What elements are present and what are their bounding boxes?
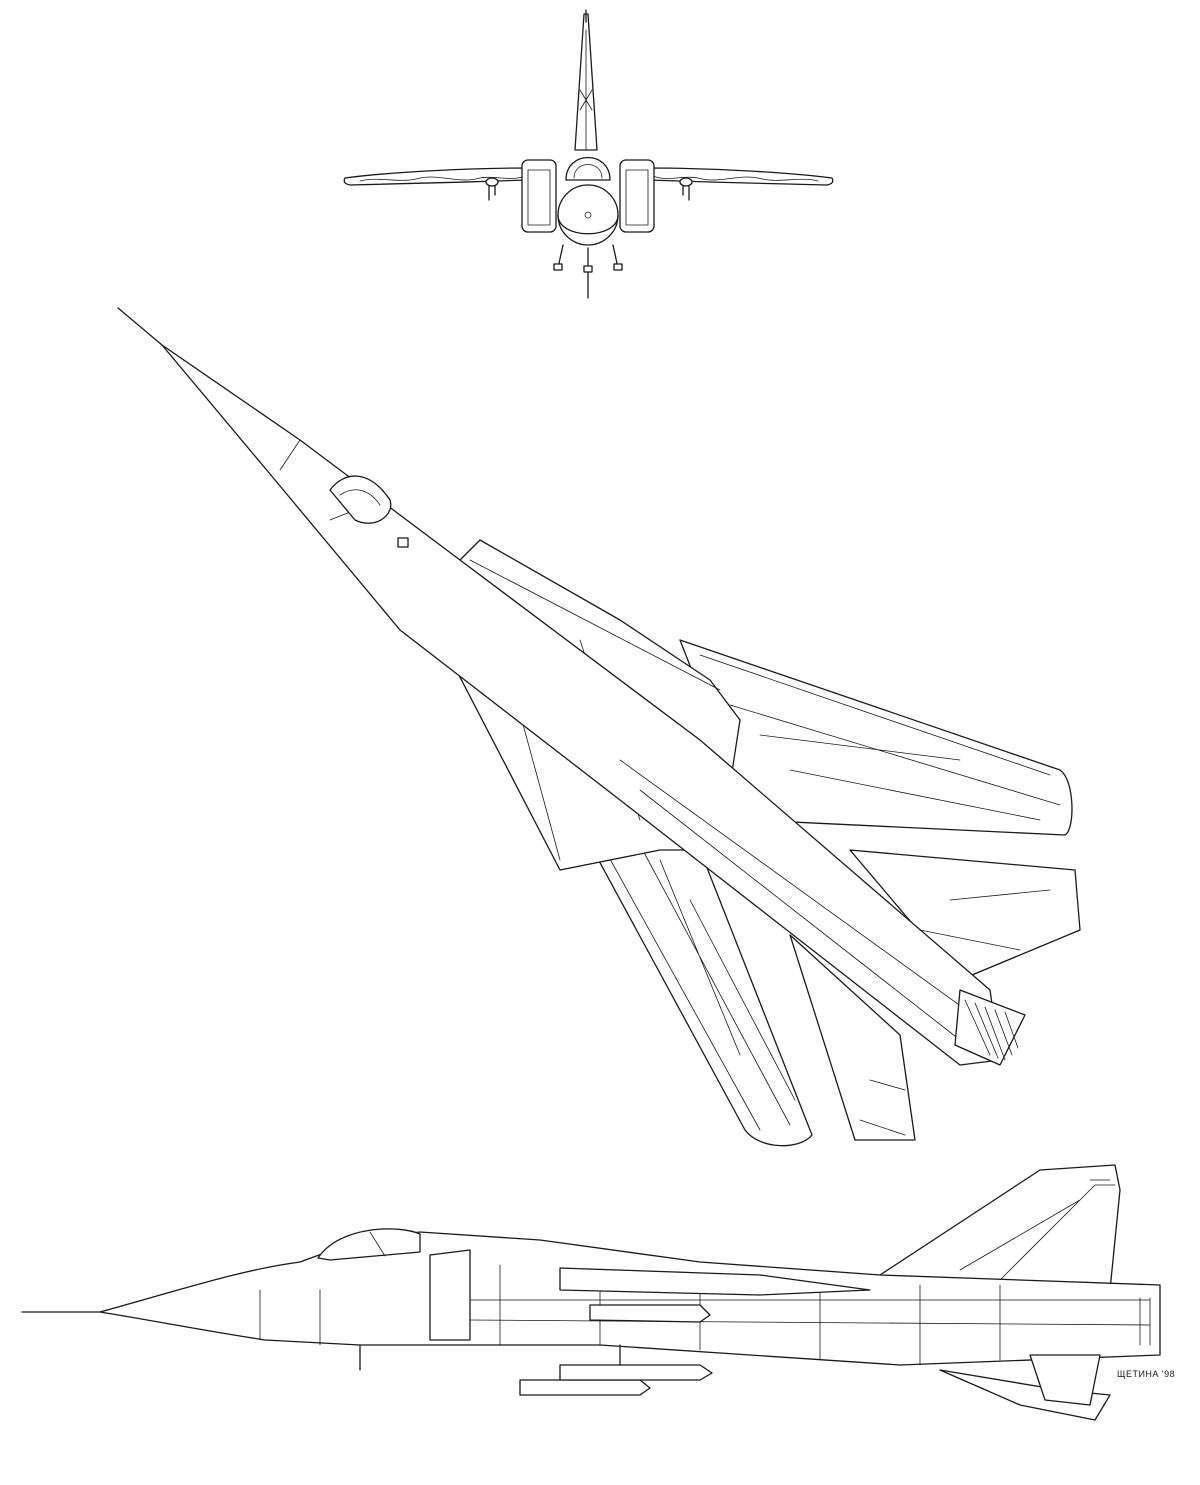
side-store-2 bbox=[519, 1379, 651, 1396]
side-fuselage bbox=[99, 1231, 1161, 1366]
front-nose-radome bbox=[557, 184, 619, 246]
plan-wing-left bbox=[584, 834, 813, 1147]
plan-nozzle bbox=[954, 989, 1026, 1066]
side-ventral-fin bbox=[1029, 1354, 1101, 1406]
plan-stabilizer-left bbox=[789, 934, 916, 1141]
side-store-3 bbox=[559, 1364, 713, 1381]
front-left-wing bbox=[343, 167, 529, 186]
side-wing bbox=[559, 1267, 871, 1296]
side-intake bbox=[429, 1249, 471, 1341]
front-canopy bbox=[565, 157, 611, 181]
front-view bbox=[343, 9, 834, 299]
front-right-wing bbox=[647, 167, 834, 186]
front-right-intake bbox=[619, 159, 655, 233]
plan-canopy bbox=[329, 475, 392, 524]
side-store-1 bbox=[589, 1304, 711, 1323]
plan-wing-right bbox=[679, 639, 1073, 836]
side-view: ЩЕТИНА '98 bbox=[21, 1164, 1175, 1421]
side-canopy bbox=[317, 1228, 421, 1261]
front-left-intake bbox=[521, 159, 557, 233]
plan-view bbox=[117, 307, 1081, 1147]
drawing-signature: ЩЕТИНА '98 bbox=[1117, 1369, 1175, 1379]
plan-fuselage bbox=[161, 344, 1001, 1066]
side-fin bbox=[879, 1164, 1121, 1291]
